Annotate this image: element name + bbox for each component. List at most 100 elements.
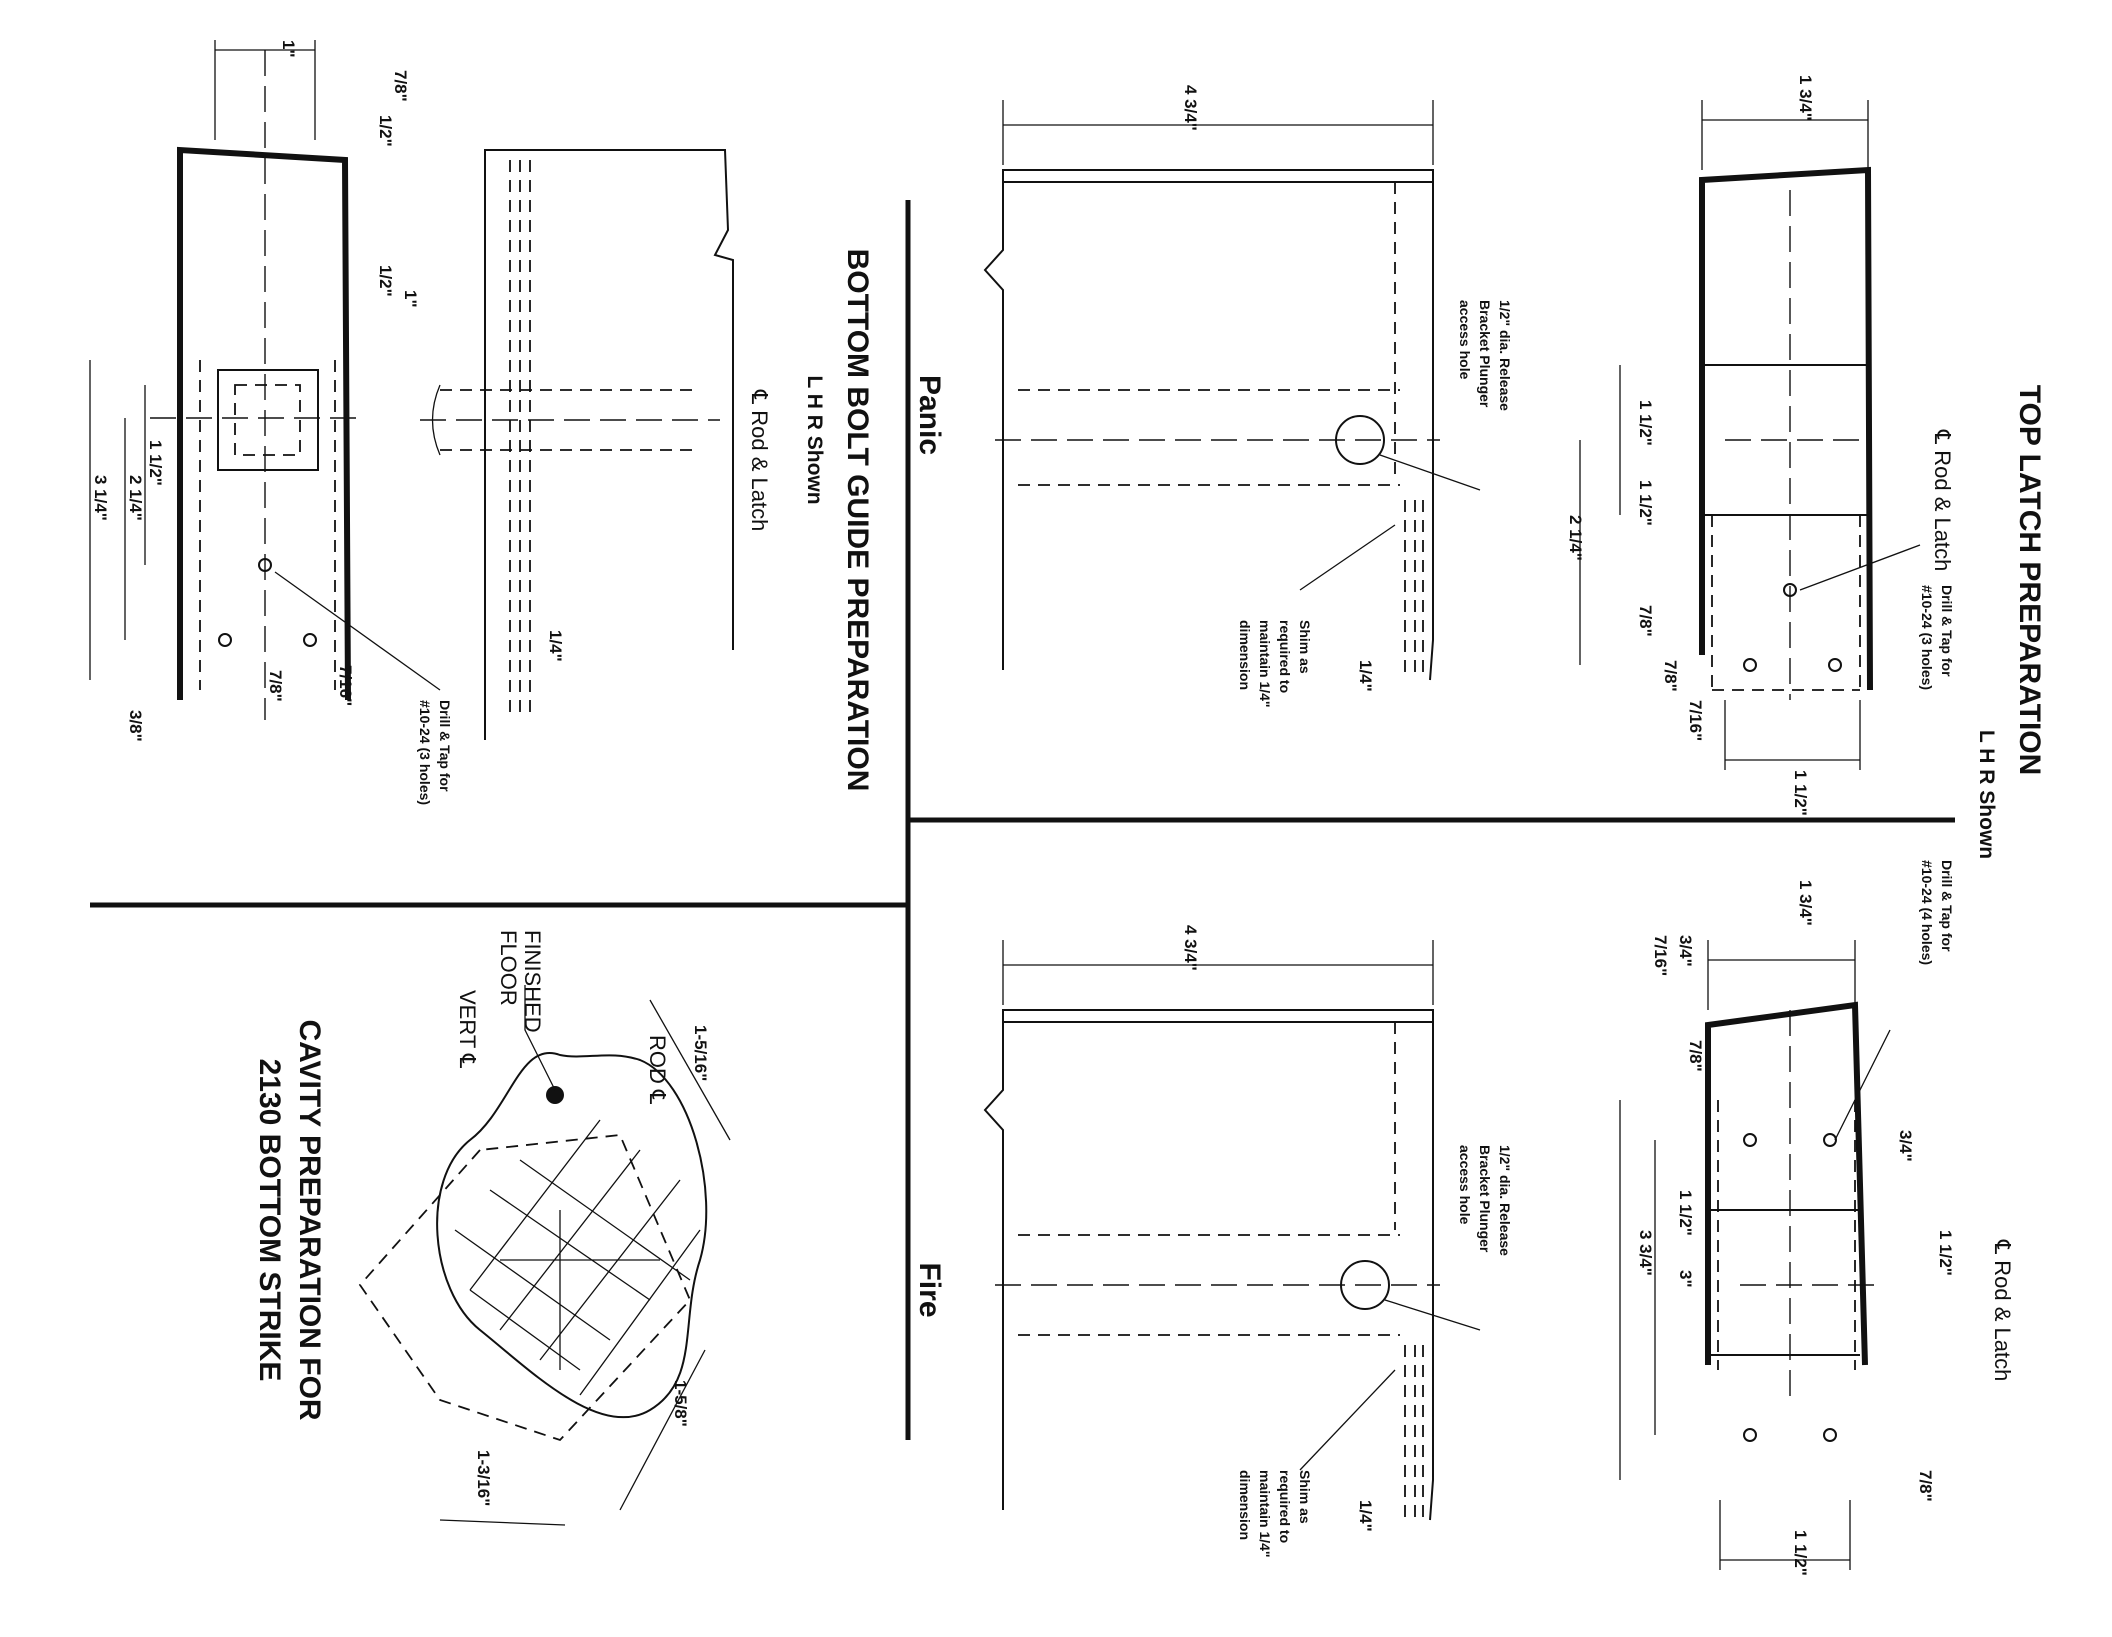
svg-text:dimension: dimension (1237, 1470, 1253, 1540)
bottom-bolt-drill-note: Drill & Tap for #10-24 (3 holes) (417, 700, 453, 805)
dim-3-4-fire-a: 3/4" (1676, 935, 1695, 967)
svg-text:1/4": 1/4" (1356, 660, 1375, 692)
svg-text:#10-24 (4 holes): #10-24 (4 holes) (1919, 860, 1935, 965)
bb-dim-1-2-top: 1/2" (376, 115, 395, 147)
svg-text:Fire: Fire (913, 1262, 946, 1317)
svg-text:3/8": 3/8" (126, 710, 145, 742)
svg-text:Drill & Tap for: Drill & Tap for (1939, 860, 1955, 952)
svg-text:Bracket Plunger: Bracket Plunger (1477, 1145, 1493, 1253)
svg-text:required to: required to (1277, 1470, 1293, 1543)
bottom-bolt-side-view (420, 149, 734, 740)
cavity-label-vert: VERT ℄ (455, 990, 480, 1069)
dim-1-1-2-fire-c: 1 1/2" (1791, 1530, 1810, 1576)
svg-text:2130 BOTTOM STRIKE: 2130 BOTTOM STRIKE (253, 1059, 286, 1382)
bb-dim-3-8: 3/8" (126, 710, 145, 742)
svg-text:7/16": 7/16" (1651, 935, 1670, 976)
svg-text:7/8": 7/8" (1636, 605, 1655, 637)
svg-text:7/16": 7/16" (1686, 700, 1705, 741)
top-latch-fire-centerline: ℄ Rod & Latch (1990, 1239, 2015, 1381)
svg-text:Shim as: Shim as (1297, 620, 1313, 674)
svg-text:1/2" dia. Release: 1/2" dia. Release (1497, 1145, 1513, 1256)
svg-text:2 1/4": 2 1/4" (1566, 515, 1585, 561)
dim-1-1-2-b: 1 1/2" (1636, 480, 1655, 526)
cavity-label-rod: ROD ℄ (645, 1035, 670, 1105)
fire-access-note: 1/2" dia. Release Bracket Plunger access… (1457, 1145, 1513, 1256)
panic-elevation (983, 100, 1481, 681)
svg-text:Panic: Panic (913, 375, 946, 455)
svg-text:7/16": 7/16" (336, 665, 355, 706)
svg-text:2 1/4": 2 1/4" (126, 475, 145, 521)
bottom-bolt-subtitle: L H R Shown (803, 375, 826, 504)
svg-text:1 1/2": 1 1/2" (1791, 770, 1810, 816)
dim-3-4-fire-b: 3/4" (1896, 1130, 1915, 1162)
dim-7-8-fire-a: 7/8" (1686, 1040, 1705, 1072)
svg-text:TOP LATCH PREPARATION: TOP LATCH PREPARATION (2013, 385, 2046, 776)
svg-text:7/8": 7/8" (266, 670, 285, 702)
fire-overall-dim: 4 3/4" (1181, 925, 1200, 971)
bb-dim-1-2-mid: 1/2" (376, 265, 395, 297)
svg-text:3 1/4": 3 1/4" (91, 475, 110, 521)
bb-dim-7-8-top: 7/8" (391, 70, 410, 102)
svg-text:1/4": 1/4" (1356, 1500, 1375, 1532)
panic-shim-note: Shim as required to maintain 1/4" dimens… (1237, 620, 1313, 708)
bottom-bolt-centerline: ℄ Rod & Latch (747, 389, 772, 531)
panic-gap-dim: 1/4" (1356, 660, 1375, 692)
panic-overall-dim: 4 3/4" (1181, 85, 1200, 131)
svg-text:7/8": 7/8" (1916, 1470, 1935, 1502)
svg-text:1 3/4": 1 3/4" (1796, 880, 1815, 926)
cavity-label-finished: FINISHED FLOOR (496, 930, 545, 1033)
fire-shim-note: Shim as required to maintain 1/4" dimens… (1237, 1470, 1313, 1558)
dim-1-1-2-c: 1 1/2" (1791, 770, 1810, 816)
svg-text:1 3/4": 1 3/4" (1796, 75, 1815, 121)
svg-text:dimension: dimension (1237, 620, 1253, 690)
top-latch-panic-drill-note: Drill & Tap for #10-24 (3 holes) (1919, 585, 1955, 690)
top-latch-panic-centerline: ℄ Rod & Latch (1930, 429, 1955, 571)
svg-text:maintain 1/4": maintain 1/4" (1257, 1470, 1273, 1558)
svg-text:1 1/2": 1 1/2" (1676, 1190, 1695, 1236)
svg-text:FLOOR: FLOOR (496, 930, 521, 1006)
fire-gap-dim: 1/4" (1356, 1500, 1375, 1532)
svg-text:℄ Rod & Latch: ℄ Rod & Latch (747, 389, 772, 531)
svg-text:1 1/2": 1 1/2" (1936, 1230, 1955, 1276)
top-latch-fire-drill-note: Drill & Tap for #10-24 (4 holes) (1919, 860, 1955, 965)
bb-dim-1-mid: 1" (401, 290, 420, 308)
svg-text:BOTTOM BOLT GUIDE PREPARATION: BOTTOM BOLT GUIDE PREPARATION (841, 249, 874, 792)
top-latch-subtitle: L H R Shown (1975, 730, 1998, 859)
fire-label: Fire (913, 1262, 946, 1317)
bb-dim-3-1-4: 3 1/4" (91, 475, 110, 521)
svg-text:1/2" dia. Release: 1/2" dia. Release (1497, 300, 1513, 411)
dim-1-1-2-fire-b: 1 1/2" (1676, 1190, 1695, 1236)
panic-label: Panic (913, 375, 946, 455)
cavity-dim-1-5-8: 1-5/8" (671, 1380, 690, 1427)
svg-text:1-3/16": 1-3/16" (474, 1450, 493, 1506)
svg-text:3 3/4": 3 3/4" (1636, 1230, 1655, 1276)
dim-7-8-b: 7/8" (1661, 660, 1680, 692)
dim-7-16-fire: 7/16" (1651, 935, 1670, 976)
svg-text:FINISHED: FINISHED (520, 930, 545, 1033)
svg-text:1-5/8": 1-5/8" (671, 1380, 690, 1427)
dim-3-fire: 3" (1676, 1270, 1695, 1288)
cavity-title: CAVITY PREPARATION FOR 2130 BOTTOM STRIK… (253, 1019, 326, 1420)
cavity-dim-1-5-16: 1-5/16" (691, 1025, 710, 1081)
svg-text:1 1/2": 1 1/2" (1636, 400, 1655, 446)
svg-text:Shim as: Shim as (1297, 1470, 1313, 1524)
top-latch-fire-view (1619, 940, 1891, 1570)
svg-text:VERT ℄: VERT ℄ (455, 990, 480, 1069)
dim-1-1-2-fire-a: 1 1/2" (1936, 1230, 1955, 1276)
svg-text:3/4": 3/4" (1896, 1130, 1915, 1162)
svg-text:7/8": 7/8" (1661, 660, 1680, 692)
top-latch-title: TOP LATCH PREPARATION (2013, 385, 2046, 776)
bb-dim-1-top: 1" (279, 40, 298, 58)
svg-text:1": 1" (401, 290, 420, 308)
dim-1-1-2-a: 1 1/2" (1636, 400, 1655, 446)
svg-text:CAVITY PREPARATION FOR: CAVITY PREPARATION FOR (293, 1019, 326, 1420)
svg-text:Bracket Plunger: Bracket Plunger (1477, 300, 1493, 408)
svg-text:℄ Rod & Latch: ℄ Rod & Latch (1990, 1239, 2015, 1381)
svg-text:7/8": 7/8" (391, 70, 410, 102)
dim-1-3-4-fire: 1 3/4" (1796, 880, 1815, 926)
svg-text:7/8": 7/8" (1686, 1040, 1705, 1072)
dim-1-3-4-panic: 1 3/4" (1796, 75, 1815, 121)
svg-text:L H R Shown: L H R Shown (1975, 730, 1998, 859)
